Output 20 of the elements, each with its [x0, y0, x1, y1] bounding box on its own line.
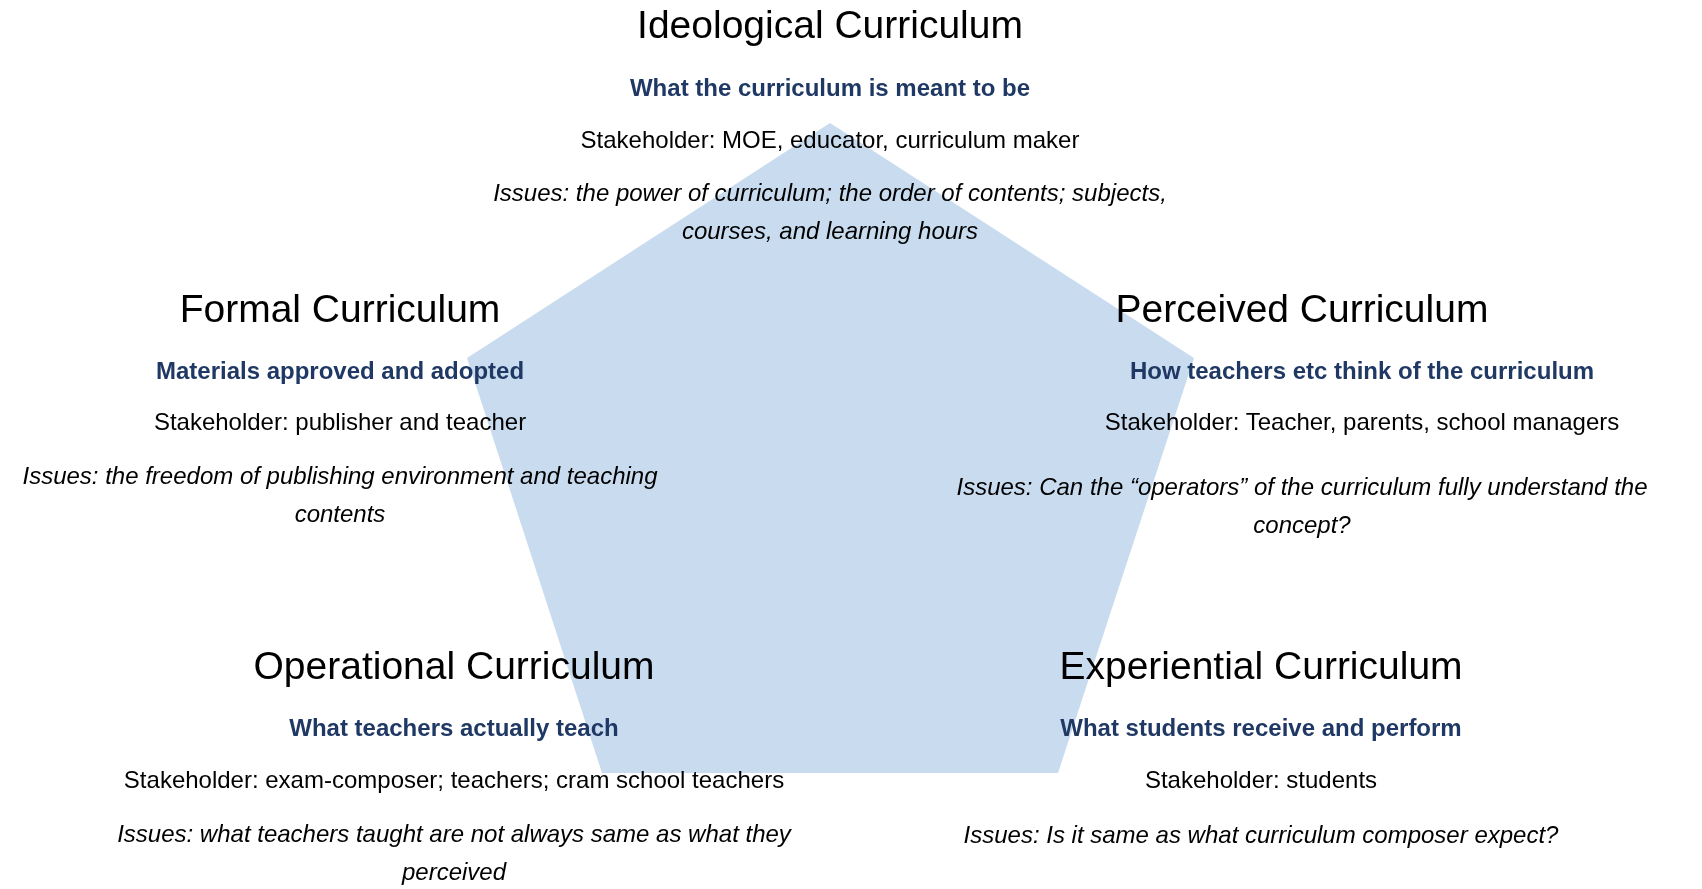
issues-text: Issues: the power of curriculum; the order of contents; subjects, courses, and learning hours [492, 178, 1168, 246]
section-subtitle: What teachers actually teach [289, 714, 619, 742]
stakeholder-text: Stakeholder: MOE, educator, curriculum maker [580, 126, 1080, 154]
section-heading: Formal Curriculum [179, 287, 501, 331]
section-subtitle: Materials approved and adopted [155, 357, 525, 385]
section-subtitle: How teachers etc think of the curriculum [1129, 357, 1595, 385]
section-heading: Experiential Curriculum [1059, 644, 1463, 688]
section-heading: Operational Curriculum [253, 644, 655, 688]
section-subtitle: What students receive and perform [1060, 714, 1462, 742]
issues-text: Issues: the freedom of publishing environment and teaching contents [21, 461, 659, 529]
section-heading: Perceived Curriculum [1115, 287, 1489, 331]
issues-text: Issues: Can the “operators” of the curriculum fully understand the concept? [955, 472, 1649, 540]
issues-text: Issues: what teachers taught are not always same as what they perceived [116, 819, 793, 887]
stakeholder-text: Stakeholder: publisher and teacher [153, 408, 527, 436]
stakeholder-text: Stakeholder: students [1144, 766, 1378, 794]
issues-text: Issues: Is it same as what curriculum composer expect? [962, 820, 1560, 850]
section-heading: Ideological Curriculum [637, 3, 1023, 47]
stakeholder-text: Stakeholder: Teacher, parents, school managers [1104, 408, 1620, 436]
stakeholder-text: Stakeholder: exam-composer; teachers; cram school teachers [123, 766, 785, 794]
section-subtitle: What the curriculum is meant to be [629, 74, 1031, 102]
